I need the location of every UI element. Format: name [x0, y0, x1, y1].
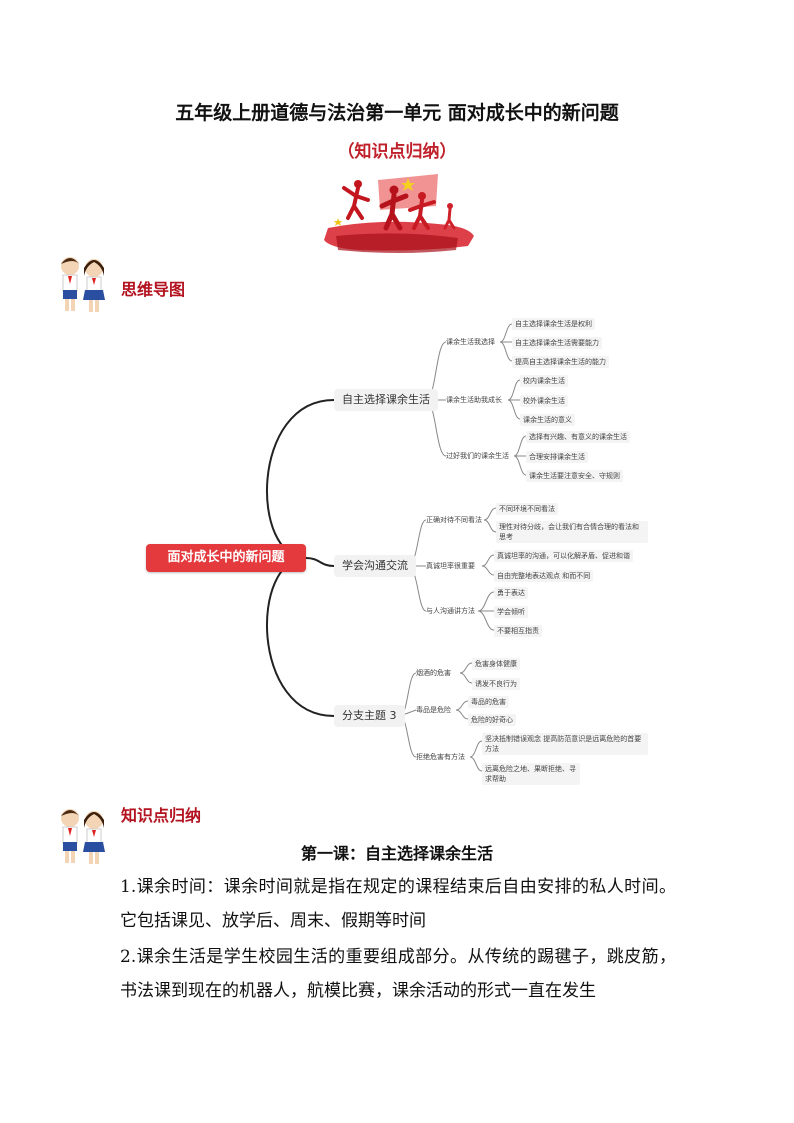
mindmap-node: 过好我们的课余生活: [446, 452, 509, 460]
mindmap-leaf: 课余生活的意义: [520, 414, 575, 426]
mindmap-leaf: 选择有兴趣、有意义的课余生活: [526, 431, 630, 443]
mindmap-node: 正确对待不同看法: [426, 516, 482, 524]
mindmap-node: 课余生活助我成长: [446, 396, 502, 404]
mindmap-leaf: 诱发不良行为: [472, 678, 520, 690]
mindmap-heading: 思维导图: [121, 280, 186, 299]
lesson-paragraph: 1.课余时间：课余时间就是指在规定的课程结束后自由安排的私人时间。它包括课见、放…: [120, 877, 676, 931]
mindmap-leaf: 毒品的危害: [468, 696, 509, 708]
banner-illustration: [324, 174, 474, 253]
mindmap-leaf: 勇于表达: [494, 587, 528, 599]
mindmap-leaf: 坚决抵制错误观念 提高防范意识是远离危险的首要方法: [482, 733, 648, 755]
children-icon: [61, 809, 105, 864]
mindmap-leaf: 理性对待分歧，会让我们有合情合理的看法和思考: [496, 521, 648, 543]
mindmap-leaf: 校外课余生活: [520, 395, 568, 407]
mindmap-leaf: 提高自主选择课余生活的能力: [512, 356, 609, 368]
mindmap-root: 面对成长中的新问题: [146, 544, 306, 572]
mindmap-node: 真诚坦率很重要: [426, 562, 475, 570]
mindmap-branch-3: 分支主题 3: [334, 705, 405, 727]
mindmap-leaf: 合理安排课余生活: [526, 451, 588, 463]
mindmap-node: 与人沟通讲方法: [426, 607, 475, 615]
mindmap-leaf: 自由完整地表达观点 和而不同: [494, 570, 594, 582]
mindmap-leaf: 学会倾听: [494, 606, 528, 618]
mindmap-node: 烟酒的危害: [416, 669, 451, 677]
mindmap-leaf: 校内课余生活: [520, 375, 568, 387]
mindmap-leaf: 真诚坦率的沟通，可以化解矛盾、促进和谐: [494, 550, 633, 562]
mindmap-branch-2: 学会沟通交流: [334, 555, 416, 577]
lesson-title: 第一课：自主选择课余生活: [300, 844, 493, 863]
mindmap-leaf: 远离危险之地、果断拒绝、寻求帮助: [482, 763, 580, 785]
mindmap-branch-1: 自主选择课余生活: [334, 389, 438, 411]
mindmap-leaf: 不同环境不同看法: [496, 503, 558, 515]
mindmap-leaf: 危害身体健康: [472, 658, 520, 670]
summary-heading: 知识点归纳: [121, 806, 202, 825]
mindmap-node: 课余生活我选择: [446, 338, 495, 346]
mindmap-node: 毒品是危险: [416, 706, 451, 714]
mindmap-leaf: 不要相互指责: [494, 625, 542, 637]
mindmap-leaf: 危险的好奇心: [468, 714, 516, 726]
mindmap-leaf: 课余生活要注意安全、守规则: [526, 470, 623, 482]
page-title: 五年级上册道德与法治第一单元 面对成长中的新问题: [175, 102, 619, 124]
mindmap-leaf: 自主选择课余生活需要能力: [512, 337, 602, 349]
children-icon: [61, 257, 105, 312]
page-subtitle: （知识点归纳）: [337, 142, 457, 162]
mindmap-leaf: 自主选择课余生活是权利: [512, 318, 595, 330]
mindmap-node: 拒绝危害有方法: [416, 753, 465, 761]
lesson-paragraph: 2.课余生活是学生校园生活的重要组成部分。从传统的踢毽子，跳皮筋，书法课到现在的…: [120, 947, 676, 1001]
